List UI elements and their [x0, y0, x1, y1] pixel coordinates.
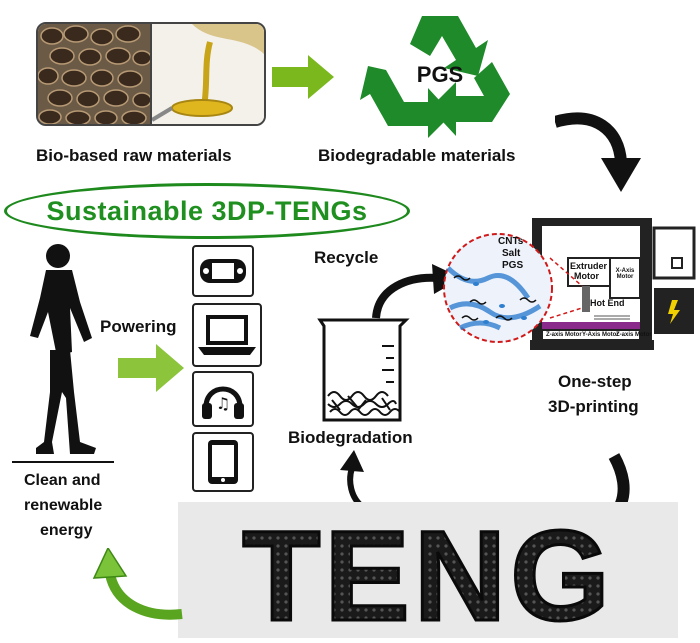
printer-diagram: CNTs Salt PGS Extruder Motor Hot End X-A…	[440, 218, 698, 358]
hot-end-label: Hot End	[590, 298, 625, 308]
svg-text:♫: ♫	[216, 394, 230, 413]
recycle-label: Recycle	[314, 248, 379, 267]
tablet-icon	[208, 440, 238, 484]
arrow-right-icon	[272, 55, 334, 99]
legend-pgs: PGS	[502, 260, 524, 271]
biodegradable-label: Biodegradable materials	[318, 146, 516, 165]
curved-arrow-down-icon	[555, 112, 641, 192]
recycle-icon: PGS	[360, 16, 510, 138]
green-curved-arrow-icon	[92, 548, 183, 620]
tablet-box	[192, 432, 254, 492]
biodegradation-label: Biodegradation	[288, 428, 413, 447]
walking-person-icon	[30, 244, 96, 454]
green-arrow-right-icon	[118, 344, 184, 392]
teng-photo: TENG	[178, 502, 678, 643]
banner-ellipse: Sustainable 3DP-TENGs	[4, 183, 410, 239]
ground-line	[12, 461, 114, 463]
clean-line-3: energy	[40, 522, 93, 539]
laptop-icon	[198, 315, 256, 355]
z-axis-left-label: Z-axis Motor	[546, 332, 582, 338]
photo-divider	[150, 24, 152, 124]
headphones-box: ♫	[192, 371, 254, 427]
clean-line-1: Clean and	[24, 472, 101, 489]
x-axis-label: X-Axis Motor	[615, 268, 635, 280]
castor-seeds-image	[38, 24, 150, 124]
raw-materials-photos	[36, 22, 266, 126]
extruder-label-2: Motor	[574, 271, 599, 281]
headphones-icon: ♫	[202, 386, 244, 419]
teng-print-image: TENG	[241, 504, 614, 643]
game-console-box	[192, 245, 254, 297]
z-axis-right-label: Z-axis Motor	[616, 332, 652, 338]
beaker-icon	[317, 318, 410, 422]
raw-materials-label: Bio-based raw materials	[36, 146, 232, 165]
extruder-label-1: Extruder	[570, 261, 608, 271]
legend-cnts: CNTs	[498, 236, 524, 247]
oil-pour-image	[152, 24, 264, 124]
printer-icon	[443, 218, 696, 350]
clean-line-2: renewable	[24, 497, 103, 514]
teng-text: TENG	[242, 505, 614, 638]
game-console-icon	[200, 259, 246, 283]
up-arrow-icon	[340, 450, 366, 510]
printing-label: 3D-printing	[548, 397, 639, 416]
one-step-label: One-step	[558, 372, 632, 391]
legend-salt: Salt	[502, 248, 521, 259]
laptop-box	[192, 303, 262, 367]
y-axis-label: Y-Axis Motor	[582, 332, 619, 338]
powering-label: Powering	[100, 317, 177, 336]
recycle-logo-text: PGS	[417, 62, 463, 87]
banner-title: Sustainable 3DP-TENGs	[46, 195, 368, 226]
